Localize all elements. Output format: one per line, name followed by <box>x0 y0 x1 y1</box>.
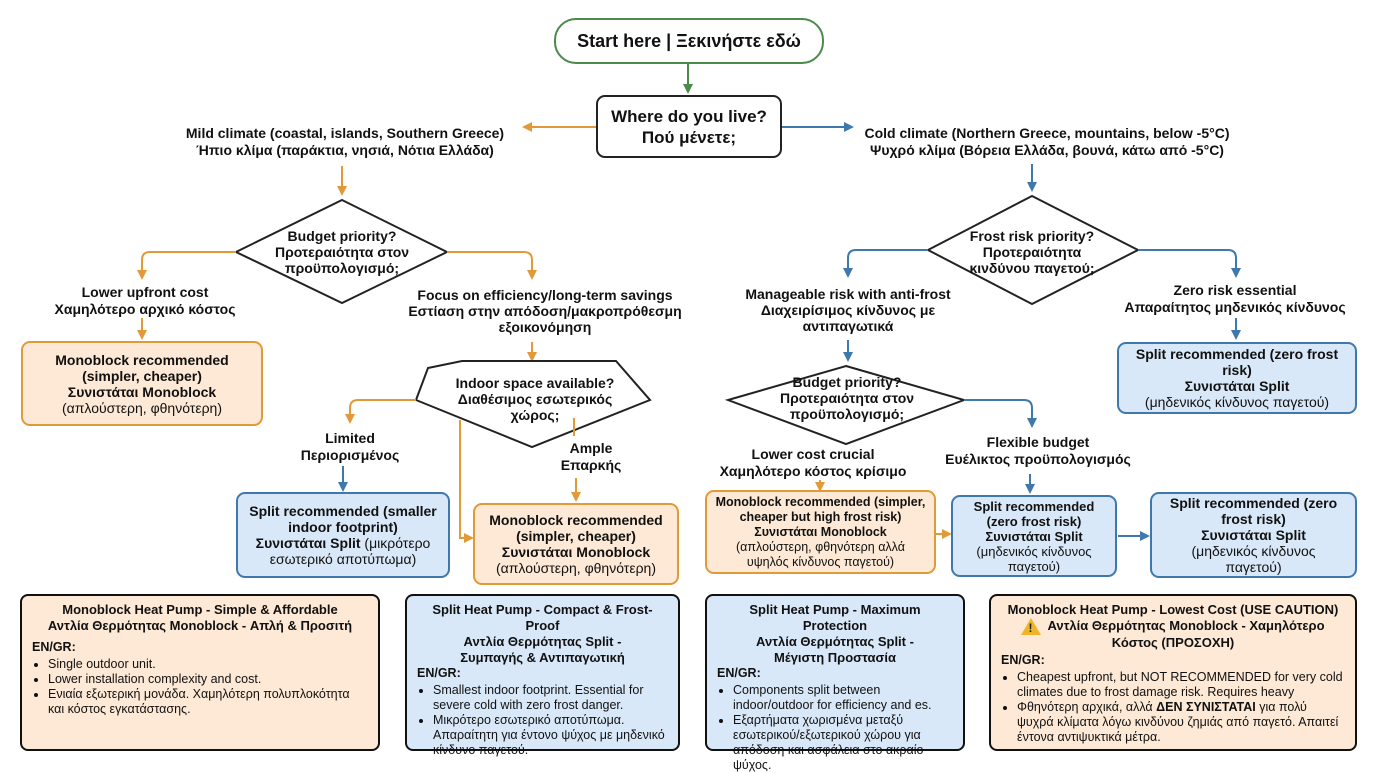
lower-crucial-label: Lower cost crucial Χαμηλότερο κόστος κρί… <box>719 446 907 479</box>
efficiency-label: Focus on efficiency/long-term savings Εσ… <box>408 287 682 335</box>
arrow-frost-to-zero <box>1138 249 1241 278</box>
warning-icon: ! <box>1021 618 1042 636</box>
list-item: Lower installation complexity and cost. <box>48 672 368 687</box>
list-item: Single outdoor unit. <box>48 657 368 672</box>
manageable-label: Manageable risk with anti-frost Διαχειρί… <box>745 286 951 334</box>
budget-right-text: Budget priority? Προτεραιότητα στον προϋ… <box>779 374 915 422</box>
monoblock-left-box: Monoblock recommended (simpler, cheaper)… <box>21 341 263 426</box>
frost-text: Frost risk priority? Προτεραιότητα κινδύ… <box>969 228 1095 276</box>
lower-upfront-label: Lower upfront cost Χαμηλότερο αρχικό κόσ… <box>54 284 236 317</box>
info-monoblock-caution: Monoblock Heat Pump - Lowest Cost (USE C… <box>989 594 1357 751</box>
diamond-budget-right <box>724 364 968 446</box>
diamond-frost <box>925 194 1141 306</box>
arrow-indoor-to-mono <box>459 420 474 543</box>
limited-label: Limited Περιορισμένος <box>300 430 400 463</box>
split-small-box: Split recommended (smaller indoor footpr… <box>236 492 450 578</box>
arrow-budget-to-flexible <box>964 399 1037 428</box>
info-split-maximum: Split Heat Pump - Maximum Protection Αντ… <box>705 594 965 772</box>
info4-list: Cheapest upfront, but NOT RECOMMENDED fo… <box>1001 670 1345 745</box>
list-item: Smallest indoor footprint. Essential for… <box>433 683 668 713</box>
mild-climate-label: Mild climate (coastal, islands, Southern… <box>185 125 505 158</box>
where-live-node: Where do you live? Πού μένετε; <box>596 95 782 158</box>
monoblock-frost-box: Monoblock recommended (simpler, cheaper … <box>705 490 936 574</box>
arrow-budget-to-efficiency <box>447 251 537 280</box>
ample-label: Ample Επαρκής <box>560 440 622 473</box>
arrow-budget-to-lower <box>137 251 236 280</box>
list-item: Cheapest upfront, but NOT RECOMMENDED fo… <box>1017 670 1345 700</box>
info2-list: Smallest indoor footprint. Essential for… <box>417 683 668 758</box>
where-live-en: Where do you live? <box>611 106 767 126</box>
list-item: Μικρότερο εσωτερικό αποτύπωμα. Απαραίτητ… <box>433 713 668 758</box>
arrow-indoor-to-limited <box>345 399 416 424</box>
info-split-compact: Split Heat Pump - Compact & Frost-Proof … <box>405 594 680 757</box>
budget-left-text: Budget priority? Προτεραιότητα στον προϋ… <box>274 228 410 276</box>
start-label: Start here | Ξεκινήστε εδώ <box>577 31 801 51</box>
zero-essential-label: Zero risk essential Απαραίτητος μηδενικό… <box>1124 282 1346 315</box>
list-item: Ενιαία εξωτερική μονάδα. Χαμηλότερη πολυ… <box>48 687 368 717</box>
split-right-box: Split recommended (zero frost risk) Συνι… <box>1150 492 1357 578</box>
list-item: Components split between indoor/outdoor … <box>733 683 953 713</box>
diamond-budget-left <box>233 198 450 305</box>
cold-climate-label: Cold climate (Northern Greece, mountains… <box>864 125 1230 158</box>
info-monoblock-simple: Monoblock Heat Pump - Simple & Affordabl… <box>20 594 380 751</box>
start-node: Start here | Ξεκινήστε εδώ <box>554 18 824 64</box>
info1-list: Single outdoor unit. Lower installation … <box>32 657 368 717</box>
list-item: Εξαρτήματα χωρισμένα μεταξύ εσωτερικού/ε… <box>733 713 953 773</box>
indoor-text: Indoor space available? Διαθέσιμος εσωτε… <box>455 375 615 423</box>
flexible-label: Flexible budget Ευέλικτος προϋπολογισμός <box>945 434 1131 467</box>
where-live-gr: Πού μένετε; <box>641 127 737 147</box>
split-mid-box: Split recommended (zero frost risk) Συνι… <box>951 495 1117 577</box>
split-zero-top-box: Split recommended (zero frost risk) Συνι… <box>1117 342 1357 414</box>
monoblock-ample-box: Monoblock recommended (simpler, cheaper)… <box>473 503 679 585</box>
arrow-frost-to-manageable <box>843 249 928 278</box>
info3-list: Components split between indoor/outdoor … <box>717 683 953 773</box>
list-item: Φθηνότερη αρχικά, αλλά ΔΕΝ ΣΥΝΙΣΤΑΤΑΙ γι… <box>1017 700 1345 745</box>
